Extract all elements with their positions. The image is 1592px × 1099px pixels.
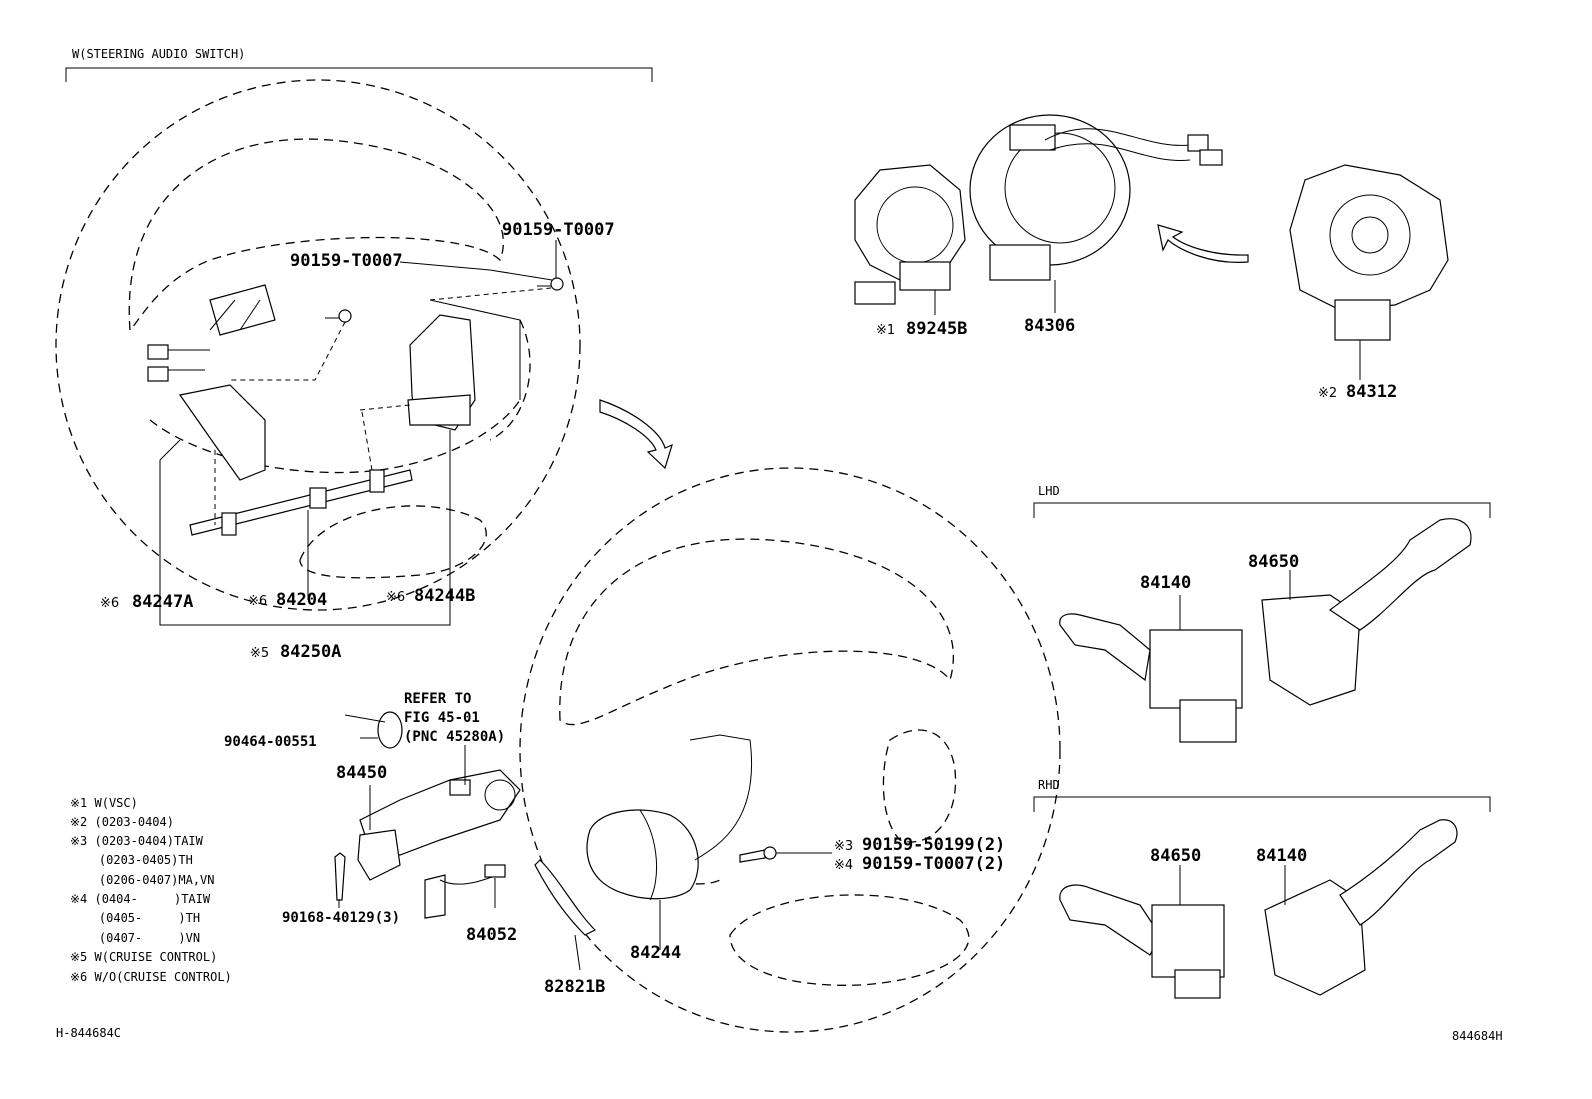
label-90464-00551: 90464-00551 bbox=[224, 734, 317, 750]
mark-84244b: ※6 bbox=[386, 590, 405, 605]
label-90159-t0007-b: 90159-T0007 bbox=[502, 220, 615, 240]
note-8: (0407- )VN bbox=[70, 931, 200, 945]
lhd-switch-drawings bbox=[1059, 518, 1472, 743]
mark-84204: ※6 bbox=[248, 594, 267, 609]
label-84204: 84204 bbox=[276, 590, 327, 610]
label-90159-t0007-2: 90159-T0007(2) bbox=[862, 854, 1005, 874]
label-84244b: 84244B bbox=[414, 586, 475, 606]
clock-spring-drawings bbox=[854, 114, 1449, 380]
mark-89245b: ※1 bbox=[876, 323, 895, 338]
footer-right-code: 844684H bbox=[1452, 1029, 1503, 1043]
note-6: ※4 (0404- )TAIW bbox=[70, 892, 211, 906]
label-84052: 84052 bbox=[466, 925, 517, 945]
label-82821b: 82821B bbox=[544, 977, 605, 997]
mark-84247a: ※6 bbox=[100, 596, 119, 611]
mark-3: ※3 bbox=[834, 839, 853, 854]
refer-line-2: FIG 45-01 bbox=[404, 710, 480, 726]
lhd-title: LHD bbox=[1038, 484, 1060, 498]
note-7: (0405- )TH bbox=[70, 911, 200, 925]
label-84306: 84306 bbox=[1024, 316, 1075, 336]
rhd-switch-drawings bbox=[1059, 819, 1458, 999]
note-4: (0203-0405)TH bbox=[70, 853, 193, 867]
label-84247a: 84247A bbox=[132, 592, 193, 612]
label-lhd-84140: 84140 bbox=[1140, 573, 1191, 593]
note-9: ※5 W(CRUISE CONTROL) bbox=[70, 950, 217, 964]
label-rhd-84140: 84140 bbox=[1256, 846, 1307, 866]
note-1: ※1 W(VSC) bbox=[70, 796, 138, 810]
refer-line-1: REFER TO bbox=[404, 691, 471, 707]
label-90159-t0007-a: 90159-T0007 bbox=[290, 251, 403, 271]
label-90159-50199: 90159-50199(2) bbox=[862, 835, 1005, 855]
label-rhd-84650: 84650 bbox=[1150, 846, 1201, 866]
mark-84312: ※2 bbox=[1318, 386, 1337, 401]
lower-steering-wheel-drawing bbox=[519, 467, 1061, 1033]
note-5: (0206-0407)MA,VN bbox=[70, 873, 215, 887]
label-90168-40129: 90168-40129(3) bbox=[282, 910, 400, 926]
footer-left-code: H-844684C bbox=[56, 1026, 121, 1040]
label-84244: 84244 bbox=[630, 943, 681, 963]
upper-steering-wheel-drawing bbox=[55, 79, 581, 626]
label-84450: 84450 bbox=[336, 763, 387, 783]
label-84312: 84312 bbox=[1346, 382, 1397, 402]
rhd-header: RHD bbox=[1033, 778, 1491, 812]
lhd-header: LHD bbox=[1033, 484, 1491, 518]
mark-84250a: ※5 bbox=[250, 646, 269, 661]
rhd-title: RHD bbox=[1038, 778, 1060, 792]
column-parts-drawing bbox=[334, 711, 521, 919]
label-84250a: 84250A bbox=[280, 642, 341, 662]
steering-audio-header: W(STEERING AUDIO SWITCH) bbox=[65, 47, 653, 82]
refer-line-3: (PNC 45280A) bbox=[404, 729, 505, 745]
assembly-arrow-down bbox=[599, 399, 673, 470]
footnotes: ※1 W(VSC) ※2 (0203-0404) ※3 (0203-0404)T… bbox=[70, 796, 232, 984]
note-10: ※6 W/O(CRUISE CONTROL) bbox=[70, 970, 232, 984]
label-89245b: 89245B bbox=[906, 319, 967, 339]
steering-audio-title: W(STEERING AUDIO SWITCH) bbox=[72, 47, 245, 61]
mark-4: ※4 bbox=[834, 858, 853, 873]
note-3: ※3 (0203-0404)TAIW bbox=[70, 834, 204, 848]
note-2: ※2 (0203-0404) bbox=[70, 815, 174, 829]
label-lhd-84650: 84650 bbox=[1248, 552, 1299, 572]
